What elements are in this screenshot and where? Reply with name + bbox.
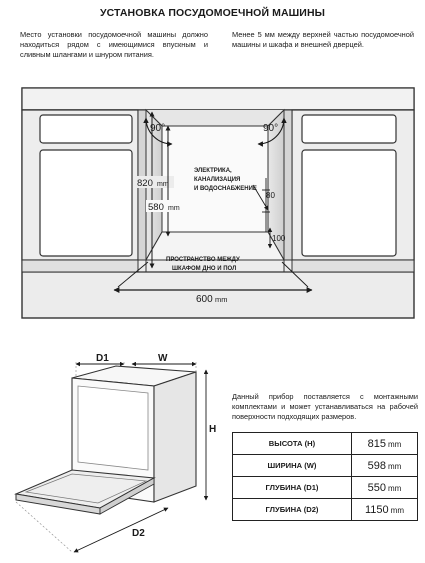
height-820-unit: mm — [157, 181, 169, 188]
dim-100-label: 100 — [272, 234, 286, 243]
spec-label: ШИРИНА (W) — [232, 454, 352, 477]
spec-value: 815 — [367, 437, 387, 450]
height-580-unit: mm — [168, 205, 180, 212]
cabinet-diagram: 90° 90° 820 mm 580 mm ЭЛЕКТРИКА, КАНАЛИЗ… — [21, 87, 415, 319]
label-d2: D2 — [132, 528, 145, 539]
mounting-note: Данный прибор поставляется с монтажными … — [232, 392, 418, 421]
label-h: H — [209, 424, 216, 435]
intro-right-text: Менее 5 мм между верхней частью посудомо… — [232, 30, 414, 49]
spec-label: ВЫСОТА (H) — [232, 432, 352, 455]
spec-unit: mm — [388, 439, 402, 449]
spec-unit: mm — [390, 505, 404, 515]
left-cabinet — [21, 109, 147, 273]
left-drawer — [39, 114, 133, 144]
spec-label: ГЛУБИНА (D2) — [232, 498, 352, 521]
right-drawer — [301, 114, 397, 144]
angle-right-label: 90° — [263, 123, 278, 134]
right-cabinet — [283, 109, 415, 273]
spec-unit: mm — [388, 461, 402, 471]
spec-label: ГЛУБИНА (D1) — [232, 476, 352, 499]
spec-value: 598 — [367, 459, 387, 472]
spec-unit: mm — [388, 483, 402, 493]
intro-left-text: Место установки посудомоечной машины дол… — [20, 30, 208, 59]
dim-80-label: 80 — [266, 191, 275, 200]
right-door — [301, 149, 397, 257]
utilities-line3: И ВОДОСНАБЖЕНИЕ — [194, 186, 257, 192]
label-d1: D1 — [96, 353, 109, 364]
space-line2: ШКАФОМ ДНО И ПОЛ — [172, 266, 236, 272]
utilities-line1: ЭЛЕКТРИКА, — [194, 168, 232, 174]
left-door — [39, 149, 133, 257]
angle-left-label: 90° — [150, 123, 165, 134]
page-title: УСТАНОВКА ПОСУДОМОЕЧНОЙ МАШИНЫ — [99, 7, 326, 19]
label-w: W — [158, 353, 168, 364]
space-line1: ПРОСТРАНСТВО МЕЖДУ — [166, 257, 240, 263]
dishwasher-diagram: D1 W H D2 — [14, 353, 216, 553]
width-600-unit: mm — [215, 295, 228, 304]
spec-value: 1150 — [365, 503, 389, 516]
utilities-line2: КАНАЛИЗАЦИЯ — [194, 177, 240, 183]
width-600-value: 600 — [196, 294, 213, 305]
spec-value: 550 — [367, 481, 387, 494]
height-820-value: 820 — [137, 178, 153, 189]
countertop — [21, 87, 415, 111]
height-580-value: 580 — [148, 202, 164, 213]
